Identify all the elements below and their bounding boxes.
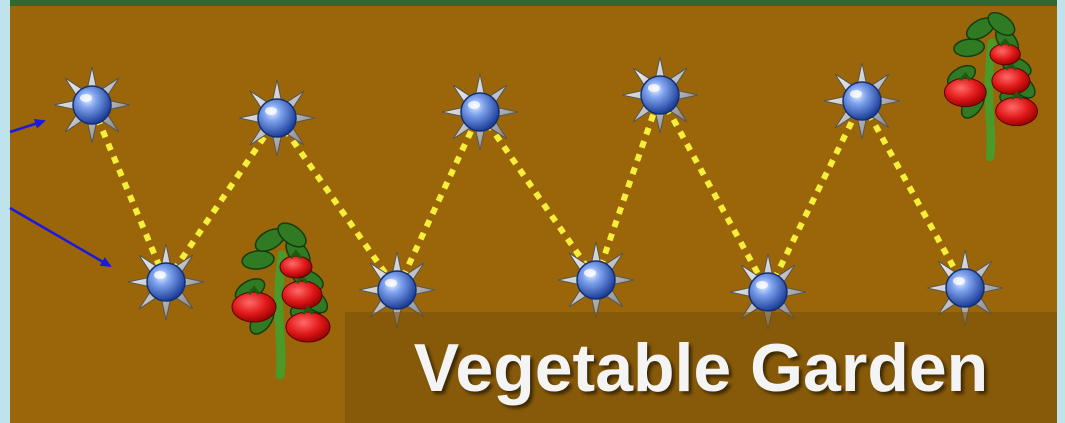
page-title: Vegetable Garden [414,329,988,407]
path-node-5 [442,74,518,150]
path-node-6 [558,242,634,318]
path-node-3 [239,80,315,156]
path-node-9 [824,63,900,139]
path-node-2 [128,244,204,320]
top-border [10,0,1060,6]
path-node-7 [622,57,698,133]
path-node-1 [54,67,130,143]
title-banner: Vegetable Garden [345,312,1057,423]
right-frame [1057,0,1065,423]
